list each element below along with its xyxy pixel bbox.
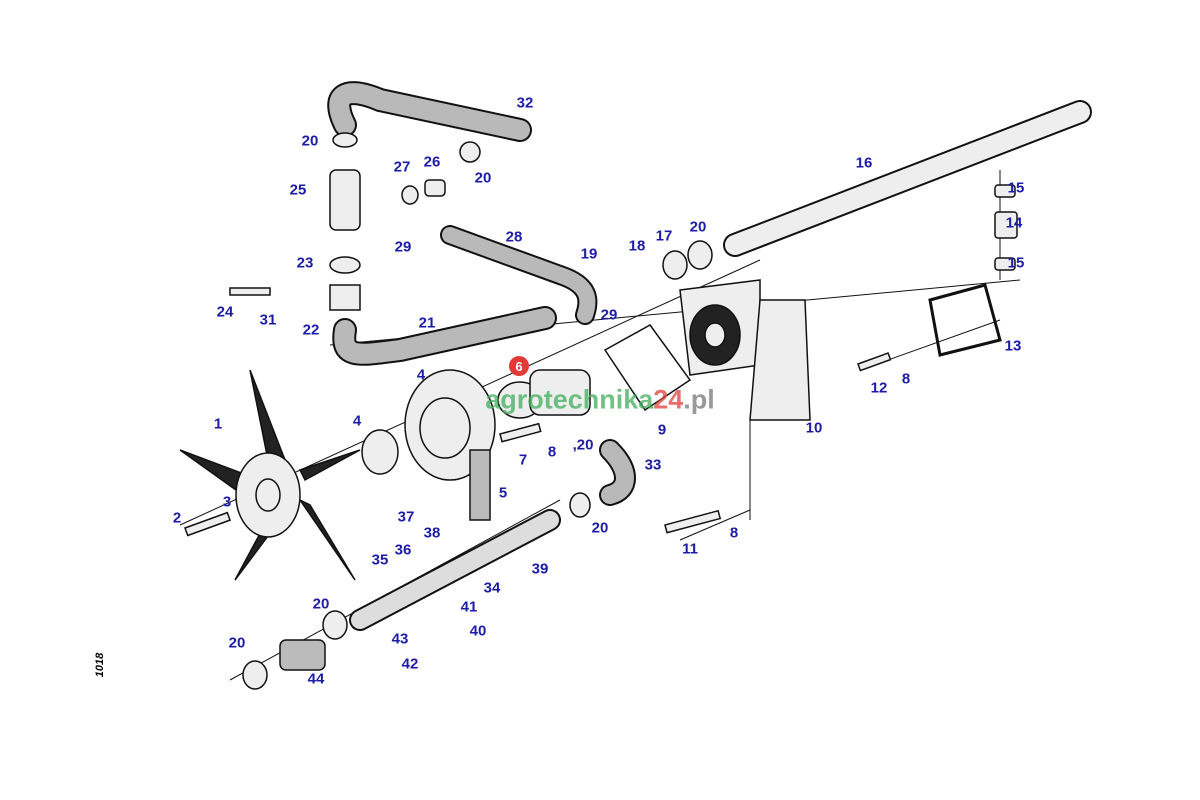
part-label[interactable]: 22 xyxy=(302,321,320,339)
part-label[interactable]: 13 xyxy=(1004,337,1022,355)
part-label[interactable]: 10 xyxy=(805,419,823,437)
part-label[interactable]: 20 xyxy=(301,132,319,150)
part-label[interactable]: 11 xyxy=(682,540,698,558)
part-label[interactable]: 21 xyxy=(418,314,436,332)
part-label[interactable]: 40 xyxy=(469,622,487,640)
part-label[interactable]: ,20 xyxy=(572,436,594,454)
highlighted-part-marker[interactable]: 6 xyxy=(509,356,529,376)
part-label[interactable]: 33 xyxy=(644,456,662,474)
part-label[interactable]: 15 xyxy=(1007,179,1025,197)
part-label[interactable]: 9 xyxy=(657,421,667,439)
watermark: agrotechnika24.pl xyxy=(485,384,715,415)
part-label[interactable]: 29 xyxy=(600,306,618,324)
part-label[interactable]: 15 xyxy=(1007,254,1025,272)
part-label[interactable]: 20 xyxy=(312,595,330,613)
part-label[interactable]: 34 xyxy=(483,579,501,597)
part-label[interactable]: 25 xyxy=(289,181,307,199)
watermark-part: .pl xyxy=(683,384,715,415)
part-label[interactable]: 41 xyxy=(460,598,478,616)
part-label[interactable]: 20 xyxy=(689,218,707,236)
part-label[interactable]: 29 xyxy=(394,238,412,256)
part-label[interactable]: 17 xyxy=(655,227,673,245)
part-label[interactable]: 44 xyxy=(307,670,325,688)
part-label[interactable]: 20 xyxy=(228,634,246,652)
part-label[interactable]: 27 xyxy=(393,158,411,176)
part-label[interactable]: 39 xyxy=(531,560,549,578)
part-label[interactable]: 32 xyxy=(516,94,534,112)
part-label[interactable]: 14 xyxy=(1005,214,1023,232)
part-label[interactable]: 24 xyxy=(216,303,234,321)
part-label[interactable]: 16 xyxy=(855,154,873,172)
part-label[interactable]: 8 xyxy=(729,524,739,542)
part-label[interactable]: 8 xyxy=(901,370,911,388)
part-label[interactable]: 23 xyxy=(296,254,314,272)
part-label[interactable]: 42 xyxy=(401,655,419,673)
part-label[interactable]: 2 xyxy=(172,509,182,527)
part-label[interactable]: 31 xyxy=(259,311,277,329)
part-label[interactable]: 28 xyxy=(505,228,523,246)
part-label[interactable]: 20 xyxy=(474,169,492,187)
part-label[interactable]: 3 xyxy=(222,493,232,511)
part-label[interactable]: 4 xyxy=(416,366,426,384)
part-label[interactable]: 35 xyxy=(371,551,389,569)
drawing-code: 1018 xyxy=(94,652,106,678)
part-label[interactable]: 19 xyxy=(580,245,598,263)
part-label[interactable]: 12 xyxy=(870,379,888,397)
watermark-part: 24 xyxy=(653,384,684,415)
part-label[interactable]: 4 xyxy=(352,412,362,430)
part-label[interactable]: 26 xyxy=(423,153,441,171)
watermark-part: agrotechnika xyxy=(485,384,654,415)
part-label[interactable]: 1 xyxy=(213,415,223,433)
part-label[interactable]: 38 xyxy=(423,524,441,542)
part-label[interactable]: 37 xyxy=(397,508,415,526)
part-label[interactable]: 18 xyxy=(628,237,646,255)
part-label[interactable]: 43 xyxy=(391,630,409,648)
part-label[interactable]: 5 xyxy=(498,484,508,502)
part-label[interactable]: 36 xyxy=(394,541,412,559)
part-label[interactable]: 7 xyxy=(518,451,528,469)
part-label[interactable]: 20 xyxy=(591,519,609,537)
part-label[interactable]: 8 xyxy=(547,443,557,461)
